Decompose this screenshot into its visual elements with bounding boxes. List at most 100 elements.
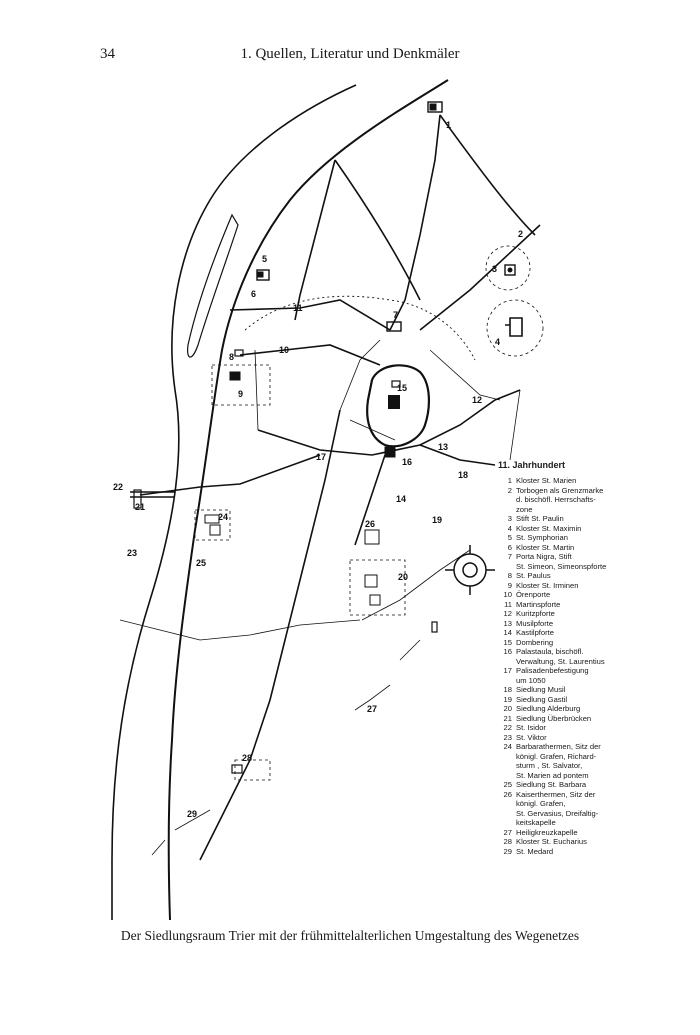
legend-item-text: St. Paulus: [516, 571, 551, 580]
legend-item-text: Dombering: [516, 637, 554, 647]
map-label: 22: [113, 482, 123, 492]
legend-item: 2 Torbogen als Grenzmarke d. bischöfl. He…: [498, 486, 638, 515]
map-label: 5: [262, 254, 267, 264]
legend-item-text: St. Viktor: [516, 732, 547, 742]
map-label: 9: [238, 389, 243, 399]
legend-item-number: 11: [504, 599, 512, 609]
map-label: 29: [187, 809, 197, 819]
map-label: 17: [316, 452, 326, 462]
river-island: [187, 213, 239, 358]
legend-item-number: 24: [503, 742, 512, 751]
legend-item: 13 Musilpforte: [498, 619, 638, 629]
legend-item-number: 2: [507, 485, 512, 495]
legend-item-text: Kaiserthermen, Sitz der königl. Grafen, …: [516, 789, 599, 828]
map-label: 20: [398, 572, 408, 582]
legend-item-text: Heiligkreuzkapelle: [516, 827, 578, 837]
map-label: 3: [492, 264, 497, 274]
legend-item: 15 Dombering: [498, 638, 638, 648]
legend-item: 28 Kloster St. Eucharius: [498, 837, 638, 847]
map-label: 27: [367, 704, 377, 714]
road-south: [199, 409, 341, 861]
map-label: 13: [438, 442, 448, 452]
legend-item-number: 25: [503, 780, 512, 789]
legend-item-text: Palisadenbefestigung um 1050: [516, 666, 589, 685]
legend-item-text: St. Symphorian: [516, 533, 568, 542]
legend-item-text: Palastaula, bischöfl. Verwaltung, St. La…: [516, 647, 605, 666]
legend-item-text: Barbarathermen, Sitz der königl. Grafen,…: [516, 742, 601, 780]
legend-item: 24 Barbarathermen, Sitz der königl. Grafe…: [498, 742, 638, 780]
road-north-east: [439, 114, 536, 236]
legend-item-number: 13: [503, 618, 512, 628]
map-label: 15: [397, 383, 407, 393]
road-northwest: [334, 159, 421, 301]
legend-item-number: 28: [503, 837, 512, 846]
legend-item-number: 18: [503, 685, 512, 694]
legend-item: 5 St. Symphorian: [498, 533, 638, 543]
map-label: 10: [279, 345, 289, 355]
legend-item-text: Kloster St. Eucharius: [516, 837, 587, 846]
legend-item-text: Torbogen als Grenzmarke d. bischöfl. Her…: [516, 485, 604, 514]
legend-item-number: 12: [503, 609, 512, 618]
map-label: 24: [218, 512, 228, 522]
map-label: 19: [432, 515, 442, 525]
legend-item-text: Siedlung Überbrücken: [516, 713, 592, 723]
legend-item-number: 1: [507, 476, 512, 485]
legend-item-number: 22: [503, 723, 512, 732]
river-bank-west: [111, 84, 357, 920]
map-label: 21: [135, 502, 145, 512]
map-label: 1: [446, 120, 451, 130]
legend-item-number: 5: [507, 533, 512, 542]
legend-item-number: 20: [503, 704, 512, 713]
map-label: 8: [229, 352, 234, 362]
legend-item-number: 17: [503, 666, 512, 675]
map-label: 16: [402, 457, 412, 467]
legend-item: 21 Siedlung Überbrücken: [498, 714, 638, 724]
legend-item-text: Kloster St. Martin: [516, 542, 575, 552]
bridge: [130, 491, 175, 498]
legend-item-text: Kastilpforte: [516, 628, 554, 637]
legend-item: 8 St. Paulus: [498, 571, 638, 581]
amphitheatre: [445, 545, 495, 595]
road-east-2: [419, 444, 496, 466]
map-label: 25: [196, 558, 206, 568]
legend-item-number: 29: [503, 846, 512, 856]
legend-item: 17 Palisadenbefestigung um 1050: [498, 666, 638, 685]
legend-item-number: 6: [507, 542, 512, 552]
legend-item-number: 15: [503, 637, 512, 647]
map-label: 7: [393, 310, 398, 320]
legend-item-number: 26: [503, 789, 512, 799]
legend-item-text: Stift St. Paulin: [516, 514, 564, 523]
map-label: 11: [293, 303, 303, 313]
road-north-west-branch: [294, 159, 336, 321]
legend-item-number: 10: [503, 590, 512, 599]
page-number: 34: [100, 46, 115, 62]
legend-item-number: 16: [503, 647, 512, 656]
river-bank-east: [167, 79, 449, 921]
legend-item-text: Kuritzpforte: [516, 609, 555, 618]
legend-title: 11. Jahrhundert: [498, 460, 566, 470]
legend-item-number: 21: [503, 713, 512, 723]
legend-item-number: 7: [507, 552, 512, 561]
road-west-1: [229, 299, 391, 331]
legend-item-number: 9: [507, 580, 512, 590]
road-west-2: [239, 344, 381, 366]
road-east: [419, 224, 541, 331]
legend-item-text: Porta Nigra, Stift St. Simeon, Simeonspf…: [516, 552, 607, 571]
legend-item-text: Siedlung St. Barbara: [516, 780, 587, 789]
legend-item-number: 8: [507, 571, 512, 580]
legend-item: 7 Porta Nigra, Stift St. Simeon, Simeonsp…: [498, 552, 638, 571]
legend-item-text: Musilpforte: [516, 618, 554, 628]
legend-item-text: Siedlung Gastil: [516, 694, 568, 704]
map-label: 6: [251, 289, 256, 299]
map-label: 4: [495, 337, 500, 347]
